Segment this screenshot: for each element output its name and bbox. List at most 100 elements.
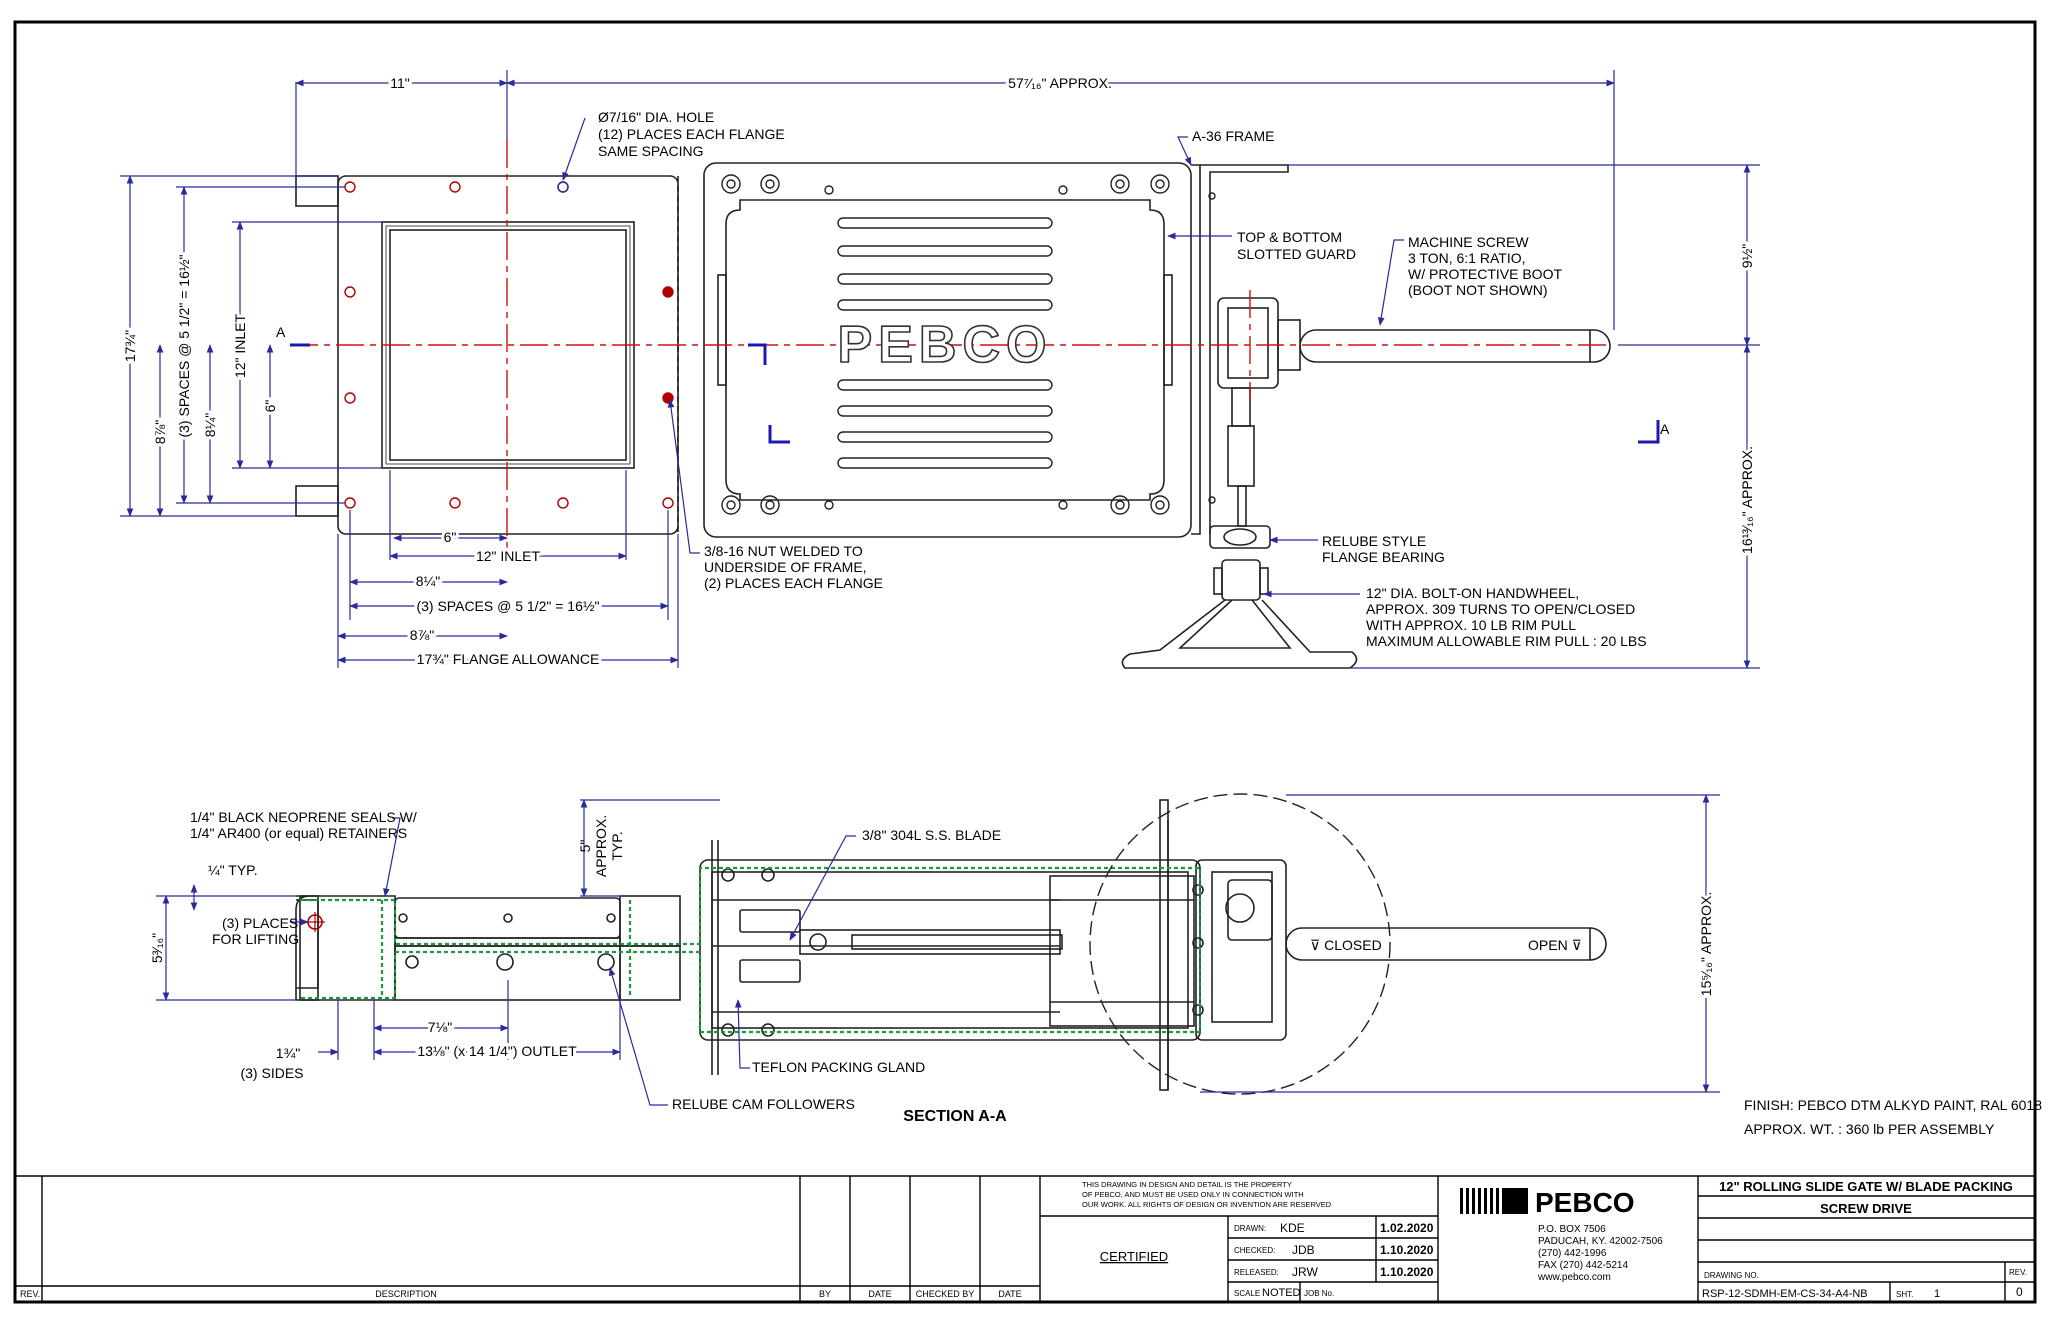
tb-company: PEBCO [1535, 1187, 1635, 1218]
section-marker-left: A [276, 324, 286, 340]
dim-15-v: 15⁵⁄₁₆" APPROX. [1698, 892, 1714, 996]
plan-dimension-lines [120, 70, 1760, 669]
note-screw-2: 3 TON, 6:1 RATIO, [1408, 250, 1525, 266]
note-bearing-2: FLANGE BEARING [1322, 549, 1445, 565]
seal-path [300, 866, 1202, 1034]
pebco-logo-mark [1460, 1188, 1528, 1214]
dim-8e-h: 8⅞" [410, 627, 434, 643]
tb-drawing-no: RSP-12-SDMH-EM-CS-34-A4-NB [1702, 1288, 1868, 1300]
dim-16-v: 16¹³⁄₁₆" APPROX. [1739, 446, 1755, 554]
note-screw-4: (BOOT NOT SHOWN) [1408, 282, 1547, 298]
sheet-border [13, 20, 2037, 1304]
dim-1-3-4: 1¾" [276, 1045, 300, 1061]
dim-12-inlet-h: 12" INLET [476, 548, 541, 564]
tb-title-1: 12" ROLLING SLIDE GATE W/ BLADE PACKING [1719, 1179, 2013, 1194]
note-handwheel-3: WITH APPROX. 10 LB RIM PULL [1366, 617, 1576, 633]
note-hole-2: (12) PLACES EACH FLANGE [598, 126, 785, 142]
note-closed: ⊽ CLOSED [1310, 937, 1382, 953]
note-open: OPEN ⊽ [1528, 937, 1582, 953]
note-nut-3: (2) PLACES EACH FLANGE [704, 575, 883, 591]
dim-5-typ-2: APPROX. [593, 815, 609, 877]
tb-checked-date: 1.10.2020 [1380, 1243, 1434, 1257]
dim-5-typ-1: 5" [577, 840, 593, 853]
tb-scale-value: NOTED [1262, 1287, 1301, 1299]
logo-pebco-plan: PEBCO [838, 316, 1053, 374]
tb-date2-header: DATE [998, 1289, 1021, 1299]
section-title: SECTION A-A [903, 1108, 1007, 1125]
dim-13-1-8: 13⅛" (x 14 1/4") OUTLET [417, 1043, 577, 1059]
weight-note: APPROX. WT. : 360 lb PER ASSEMBLY [1744, 1121, 1995, 1137]
note-hole-3: SAME SPACING [598, 143, 704, 159]
tb-checked-header: CHECKED BY [916, 1289, 975, 1299]
dim-8q-h: 8¼" [416, 573, 440, 589]
tb-released-by: JRW [1292, 1265, 1318, 1279]
note-blade: 3/8" 304L S.S. BLADE [862, 827, 1001, 843]
tb-drawn-by: KDE [1280, 1221, 1305, 1235]
handwheel-outline [1089, 793, 1391, 1095]
tb-job-label: JOB No. [1304, 1289, 1334, 1298]
dim-57: 57⁷⁄₁₆" APPROX. [1008, 75, 1112, 91]
note-nut-2: UNDERSIDE OF FRAME, [704, 559, 867, 575]
dim-8e-v: 8⅞" [152, 420, 168, 444]
note-frame: A-36 FRAME [1192, 128, 1274, 144]
tb-rev: 0 [2016, 1285, 2023, 1299]
tb-address-1: P.O. BOX 7506 [1538, 1224, 1606, 1235]
note-hole-1: Ø7/16" DIA. HOLE [598, 109, 714, 125]
note-bearing-1: RELUBE STYLE [1322, 533, 1426, 549]
tb-checked-by: JDB [1292, 1243, 1315, 1257]
dim-8q-v: 8¼" [202, 413, 218, 437]
dim-17-v: 17¾" [122, 330, 138, 362]
tb-property-2: OF PEBCO, AND MUST BE USED ONLY IN CONNE… [1082, 1190, 1304, 1199]
note-handwheel-1: 12" DIA. BOLT-ON HANDWHEEL, [1366, 585, 1579, 601]
tb-released-label: RELEASED: [1234, 1268, 1279, 1277]
dim-11: 11" [390, 75, 410, 91]
finish-note: FINISH: PEBCO DTM ALKYD PAINT, RAL 6018 [1744, 1097, 2042, 1113]
dim-flange-allowance: 17¾" FLANGE ALLOWANCE [417, 651, 600, 667]
title-block [15, 1175, 2035, 1302]
note-seals-1: 1/4" BLACK NEOPRENE SEALS W/ [190, 809, 417, 825]
tb-rev-header: REV. [20, 1289, 40, 1299]
dim-12-inlet-v: 12" INLET [232, 313, 248, 378]
dim-6-v: 6" [262, 400, 278, 413]
tb-sheet: 1 [1934, 1288, 1940, 1300]
tb-drawn-date: 1.02.2020 [1380, 1221, 1434, 1235]
tb-certified: CERTIFIED [1100, 1249, 1168, 1264]
tb-address-3: (270) 442-1996 [1538, 1248, 1607, 1259]
tb-property-3: OUR WORK. ALL RIGHTS OF DESIGN OR INVENT… [1082, 1200, 1332, 1209]
dim-6-h: 6" [444, 529, 457, 545]
note-teflon: TEFLON PACKING GLAND [752, 1059, 925, 1075]
tb-drawing-no-label: DRAWING NO. [1704, 1271, 1759, 1280]
dim-quarter-typ: ¼" TYP. [208, 862, 258, 878]
centerlines [290, 140, 1610, 560]
section-dimension-lines [156, 794, 1720, 1093]
dim-spaces-h: (3) SPACES @ 5 1/2" = 16½" [416, 598, 599, 614]
tb-property-1: THIS DRAWING IN DESIGN AND DETAIL IS THE… [1082, 1180, 1292, 1189]
dim-3-sides: (3) SIDES [240, 1065, 303, 1081]
dim-5-3-16: 5³⁄₁₆" [149, 933, 165, 963]
note-handwheel-4: MAXIMUM ALLOWABLE RIM PULL : 20 LBS [1366, 633, 1647, 649]
tb-drawn-label: DRAWN: [1234, 1224, 1266, 1233]
tb-date-header: DATE [868, 1289, 891, 1299]
tb-checked-label: CHECKED: [1234, 1246, 1275, 1255]
note-cam: RELUBE CAM FOLLOWERS [672, 1096, 855, 1112]
plan-leaders [562, 117, 1404, 598]
tb-released-date: 1.10.2020 [1380, 1265, 1434, 1279]
plan-view [295, 162, 1611, 669]
tb-address-5: www.pebco.com [1537, 1272, 1611, 1283]
note-lifting-1: (3) PLACES [222, 915, 298, 931]
dim-spaces-v: (3) SPACES @ 5 1/2" = 16½" [176, 254, 192, 437]
note-nut-1: 3/8-16 NUT WELDED TO [704, 543, 863, 559]
tb-by-header: BY [819, 1289, 831, 1299]
tb-rev-label: REV. [2009, 1268, 2027, 1277]
note-seals-2: 1/4" AR400 (or equal) RETAINERS [190, 825, 407, 841]
section-leaders [290, 817, 856, 1106]
note-screw-3: W/ PROTECTIVE BOOT [1408, 266, 1562, 282]
tb-scale-label: SCALE [1234, 1289, 1260, 1298]
note-guard-1: TOP & BOTTOM [1237, 229, 1342, 245]
note-guard-2: SLOTTED GUARD [1237, 246, 1356, 262]
section-arrows [290, 343, 1660, 444]
dim-5-typ-3: TYP. [609, 831, 625, 860]
tb-sheet-label: SHT. [1896, 1290, 1913, 1299]
tb-title-2: SCREW DRIVE [1820, 1201, 1912, 1216]
